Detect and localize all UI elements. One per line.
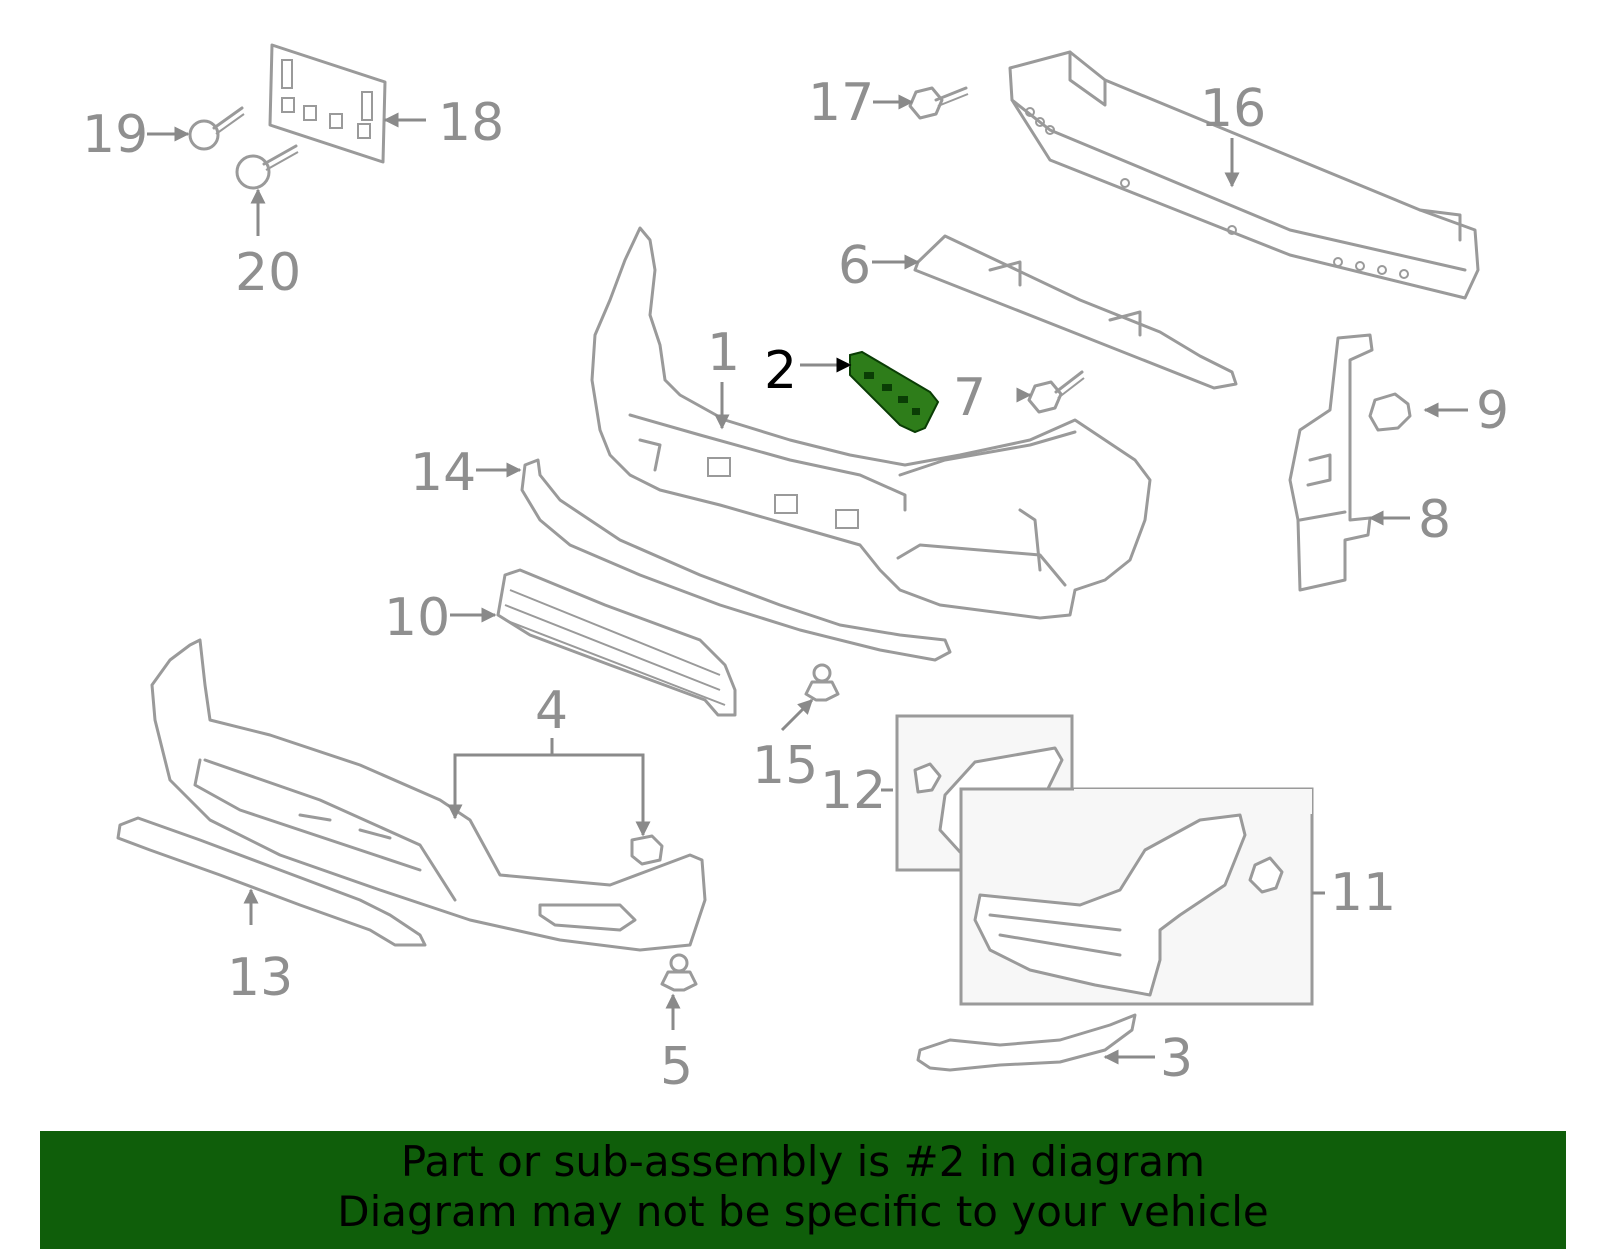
callout-14: 14 — [410, 443, 476, 503]
callout-9: 9 — [1476, 381, 1509, 441]
part-4-clip — [630, 834, 664, 866]
part-15-push-clip — [804, 663, 840, 702]
callout-18: 18 — [438, 93, 504, 153]
part-13-lower-molding — [116, 816, 427, 947]
part-3-lower-trim — [916, 1013, 1137, 1072]
callout-13: 13 — [227, 948, 293, 1008]
banner-line-part-info: Part or sub-assembly is #2 in diagram — [400, 1137, 1206, 1186]
callout-17: 17 — [808, 73, 874, 133]
part-9-clip — [1368, 392, 1412, 432]
callout-4: 4 — [535, 681, 568, 741]
part-6-energy-absorber — [913, 234, 1238, 390]
callout-3: 3 — [1160, 1029, 1193, 1089]
part-1-bumper-cover — [590, 226, 1152, 620]
leader-lines — [147, 94, 1468, 1065]
part-11-boxed-assembly — [959, 787, 1314, 1006]
part-10-lower-grille — [496, 568, 737, 717]
part-17-bolt — [908, 86, 969, 120]
callout-12: 12 — [820, 761, 886, 821]
part-19-screw — [188, 106, 245, 151]
info-banner: Part or sub-assembly is #2 in diagram Di… — [40, 1131, 1566, 1249]
callout-19: 19 — [82, 105, 148, 165]
part-4-lower-bumper-cover — [150, 638, 707, 952]
part-8-side-bracket — [1288, 333, 1374, 592]
part-14-grille-molding — [520, 458, 952, 662]
callout-15: 15 — [752, 736, 818, 796]
callout-5: 5 — [660, 1037, 693, 1097]
callout-10: 10 — [384, 588, 450, 648]
callout-16: 16 — [1200, 79, 1266, 139]
part-2-bumper-bracket — [849, 350, 940, 434]
callout-2: 2 — [764, 341, 797, 401]
callout-labels: 1 2 3 4 5 6 7 8 9 10 11 12 13 14 15 16 1… — [82, 73, 1509, 1097]
part-20-screw — [235, 144, 299, 190]
banner-line-disclaimer: Diagram may not be specific to your vehi… — [337, 1187, 1269, 1236]
callout-8: 8 — [1418, 490, 1451, 550]
callout-11: 11 — [1330, 863, 1396, 923]
part-7-bolt — [1027, 370, 1085, 414]
callout-7: 7 — [953, 368, 986, 428]
callout-20: 20 — [235, 243, 301, 303]
callout-1: 1 — [707, 323, 740, 383]
callout-6: 6 — [838, 236, 871, 296]
part-16-bumper-beam — [1008, 50, 1480, 300]
part-5-push-clip — [660, 953, 698, 992]
part-18-license-plate-bracket — [268, 43, 387, 164]
